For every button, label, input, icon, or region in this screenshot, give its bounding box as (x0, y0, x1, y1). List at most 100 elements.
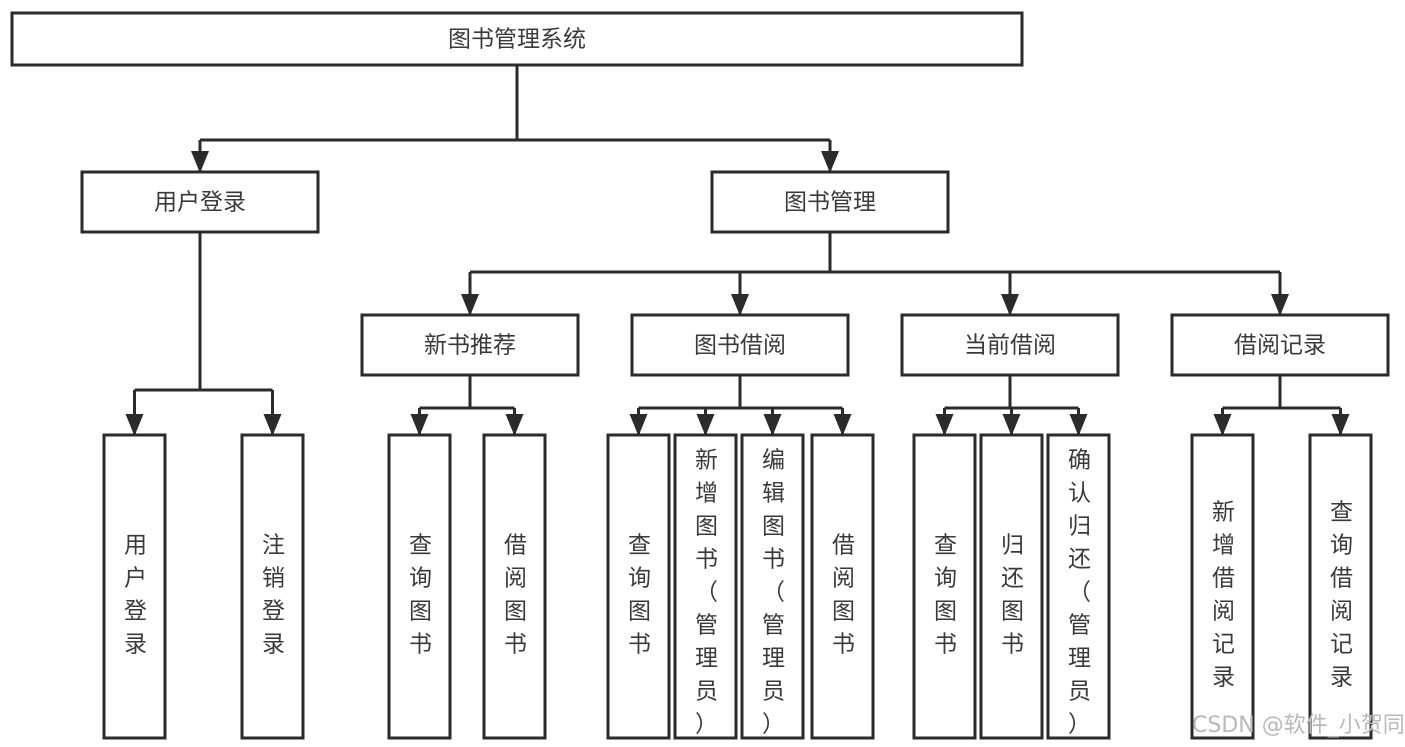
node-root[interactable]: 图书管理系统 (10, 11, 1024, 67)
node-leaf-return-book[interactable]: 归还图书归还图书 (979, 433, 1044, 740)
node-label-char: 询 (1330, 533, 1353, 559)
node-label-char: 查 (934, 533, 957, 559)
node-label-char: ） (762, 712, 785, 738)
node-label-char: 书 (504, 632, 527, 658)
node-label-char: 图 (1001, 599, 1024, 625)
node-label-current-borrow: 当前借阅 (964, 333, 1056, 359)
node-label-char: 图 (762, 514, 785, 540)
node-label-char: 图 (409, 599, 432, 625)
node-borrow-record[interactable]: 借阅记录 (1170, 313, 1390, 377)
node-label-user-login: 用户登录 (154, 190, 246, 216)
node-label-borrow-record: 借阅记录 (1234, 333, 1326, 359)
node-leaf-borrow-book-2[interactable]: 借阅图书借阅图书 (810, 433, 875, 740)
node-box-leaf-confirm-return (1046, 433, 1111, 740)
node-label-char: 图 (504, 599, 527, 625)
node-leaf-query-record[interactable]: 查询借阅记录查询借阅记录 (1308, 433, 1373, 740)
node-label-char: 阅 (1212, 599, 1235, 625)
node-user-login[interactable]: 用户登录 (80, 170, 320, 234)
node-book-borrow[interactable]: 图书借阅 (630, 313, 850, 377)
node-label-char: 户 (124, 566, 147, 592)
node-leaf-query-book-2[interactable]: 查询图书查询图书 (606, 433, 671, 740)
node-label-char: 用 (124, 533, 147, 559)
node-box-leaf-user-login (102, 433, 167, 740)
connectors-layer (125, 65, 1350, 436)
node-label-char: 理 (695, 646, 718, 672)
node-label-char: 查 (409, 533, 432, 559)
node-box-leaf-add-record (1190, 433, 1255, 740)
node-label-char: 借 (504, 533, 527, 559)
node-label-char: 图 (934, 599, 957, 625)
node-label-char: 员 (695, 679, 718, 705)
node-box-root (10, 11, 1024, 67)
node-label-char: 还 (1068, 547, 1091, 573)
node-label-char: 录 (1212, 665, 1235, 691)
node-label-char: 管 (695, 613, 718, 639)
node-label-char: （ (762, 580, 785, 606)
node-label-char: 管 (1068, 613, 1091, 639)
node-box-user-login (80, 170, 320, 234)
node-label-char: 注 (262, 533, 285, 559)
node-label-char: ） (695, 712, 718, 738)
node-label-char: 阅 (1330, 599, 1353, 625)
node-new-book-rec[interactable]: 新书推荐 (360, 313, 580, 377)
node-label-char: 图 (695, 514, 718, 540)
node-leaf-query-book-1[interactable]: 查询图书查询图书 (387, 433, 452, 740)
node-box-leaf-return-book (979, 433, 1044, 740)
node-box-leaf-borrow-book-1 (482, 433, 547, 740)
node-label-char: 录 (1330, 665, 1353, 691)
node-label-char: 书 (695, 547, 718, 573)
nodes-layer: 图书管理系统用户登录图书管理新书推荐图书借阅当前借阅借阅记录用户登录用户登录注销… (10, 11, 1390, 740)
node-leaf-add-record[interactable]: 新增借阅记录新增借阅记录 (1190, 433, 1255, 740)
node-label-char: 图 (832, 599, 855, 625)
node-leaf-query-book-3[interactable]: 查询图书查询图书 (912, 433, 977, 740)
node-label-char: 理 (762, 646, 785, 672)
node-label-char: 辑 (762, 481, 785, 507)
node-box-leaf-user-logout (240, 433, 305, 740)
node-label-book-manage: 图书管理 (784, 190, 876, 216)
node-label-char: 书 (934, 632, 957, 658)
node-leaf-borrow-book-1[interactable]: 借阅图书借阅图书 (482, 433, 547, 740)
node-label-book-borrow: 图书借阅 (694, 333, 786, 359)
node-label-char: 录 (124, 632, 147, 658)
node-label-char: 询 (934, 566, 957, 592)
node-box-borrow-record (1170, 313, 1390, 377)
node-book-manage[interactable]: 图书管理 (710, 170, 950, 234)
node-label-char: 阅 (832, 566, 855, 592)
node-label-char: 书 (628, 632, 651, 658)
node-box-leaf-query-book-2 (606, 433, 671, 740)
node-label-char: 借 (832, 533, 855, 559)
node-label-char: 书 (409, 632, 432, 658)
node-box-leaf-query-book-1 (387, 433, 452, 740)
node-label-char: 阅 (504, 566, 527, 592)
node-box-book-manage (710, 170, 950, 234)
node-leaf-user-login[interactable]: 用户登录用户登录 (102, 433, 167, 740)
node-label-char: 管 (762, 613, 785, 639)
node-label-char: 还 (1001, 566, 1024, 592)
node-box-current-borrow (900, 313, 1120, 377)
node-leaf-user-logout[interactable]: 注销登录注销登录 (240, 433, 305, 740)
node-box-leaf-borrow-book-2 (810, 433, 875, 740)
node-label-char: 增 (695, 481, 718, 507)
node-current-borrow[interactable]: 当前借阅 (900, 313, 1120, 377)
node-label-char: 记 (1330, 632, 1353, 658)
node-label-char: 录 (262, 632, 285, 658)
node-label-char: 增 (1212, 533, 1235, 559)
node-label-char: 员 (762, 679, 785, 705)
node-box-leaf-add-book (673, 433, 738, 740)
node-label-char: 销 (262, 566, 285, 592)
node-box-leaf-edit-book (740, 433, 805, 740)
node-box-leaf-query-book-3 (912, 433, 977, 740)
node-label-char: 询 (628, 566, 651, 592)
node-label-char: 归 (1001, 533, 1024, 559)
node-box-new-book-rec (360, 313, 580, 377)
node-label-char: 借 (1212, 566, 1235, 592)
node-label-char: 查 (628, 533, 651, 559)
node-label-char: ） (1068, 712, 1091, 738)
node-label-char: 登 (262, 599, 285, 625)
node-label-char: （ (1068, 580, 1091, 606)
node-label-char: 确 (1068, 448, 1091, 474)
